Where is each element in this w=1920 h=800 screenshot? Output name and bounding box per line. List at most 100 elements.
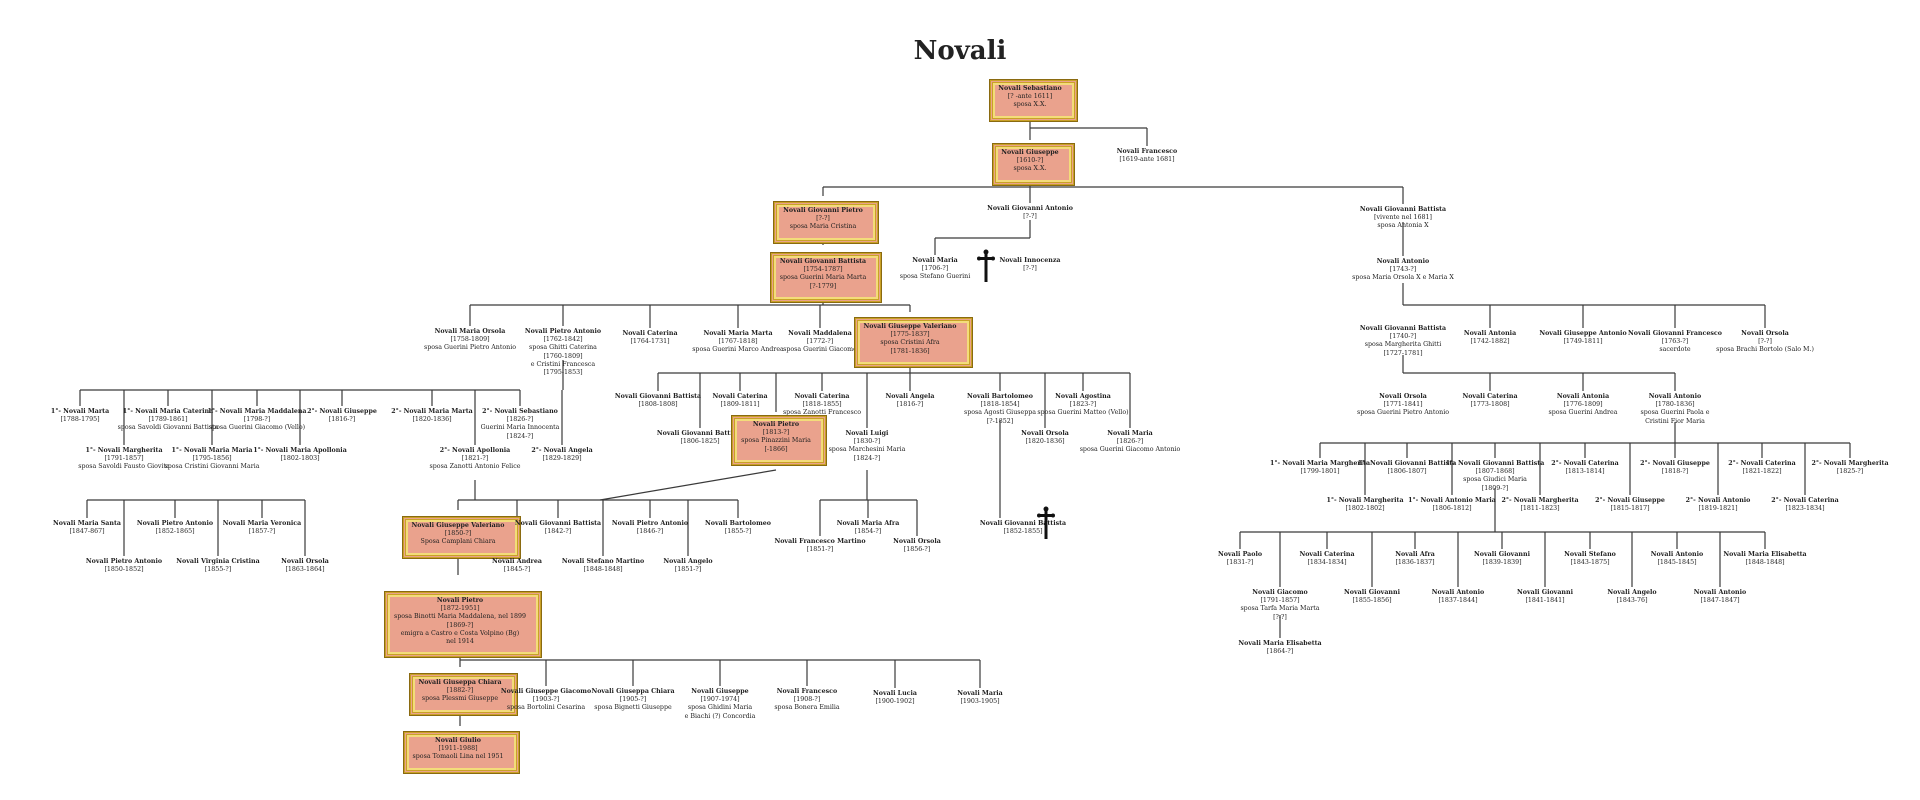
- person-node: Novali Maria Afra[1854-?]: [837, 520, 900, 536]
- person-node: 2°- Novali Giuseppe[1816-?]: [307, 408, 377, 424]
- person-detail: sposa Brachi Bortolo (Salo M.): [1716, 346, 1814, 354]
- person-node: Novali Pietro Antonio[1762-1842]sposa Gh…: [525, 328, 601, 377]
- person-detail: [1831-?]: [1226, 559, 1254, 567]
- person-detail: sposa Guerini Giacomo: [783, 346, 857, 354]
- person-detail: [1854-?]: [854, 528, 882, 536]
- person-name: Novali Maria Veronica: [222, 520, 302, 527]
- person-node: Novali Antonio[1780-1836]sposa Guerini P…: [1641, 393, 1710, 426]
- person-detail: sposa Guerini Marco Andrea: [692, 346, 784, 354]
- highlight-frame: [773, 201, 879, 244]
- person-node: Novali Maria Orsola[1758-1809]sposa Guer…: [424, 328, 516, 353]
- person-detail: [1829-1829]: [542, 455, 582, 463]
- person-detail: [1903-1905]: [960, 698, 1000, 706]
- person-node: Novali Giovanni Battista[1754-1787]sposa…: [780, 258, 866, 291]
- person-node: Novali Giovanni Pietro[?-?]sposa Maria C…: [783, 207, 863, 232]
- person-detail: [1742-1882]: [1470, 338, 1510, 346]
- person-name: Novali Innocenza: [999, 257, 1061, 264]
- person-name: Novali Maria Orsola: [434, 328, 506, 335]
- person-detail: [1776-1809]: [1563, 401, 1603, 409]
- person-detail: [1610-?]: [1016, 157, 1044, 165]
- person-detail: [1809-?]: [1481, 484, 1509, 492]
- person-node: Novali Giovanni[1855-1856]: [1344, 589, 1400, 605]
- person-detail: [1806-1807]: [1387, 468, 1427, 476]
- person-detail: [1843-76]: [1616, 597, 1648, 605]
- person-name: Novali Giuseppe Valeriano: [863, 323, 957, 330]
- person-detail: [1830-?]: [853, 438, 881, 446]
- person-name: Novali Antonio: [1650, 551, 1704, 558]
- person-detail: [1771-1841]: [1383, 401, 1423, 409]
- person-detail: sposa Cristini Afra: [880, 339, 940, 347]
- person-detail: [?-1779]: [809, 282, 837, 290]
- person-name: Novali Giovanni Pietro: [783, 207, 863, 214]
- person-detail: [1855-1856]: [1352, 597, 1392, 605]
- person-node: Novali Giovanni Battista[vivente nel 168…: [1360, 206, 1446, 231]
- person-detail: [1824-?]: [853, 454, 881, 462]
- person-name: Novali Antonia: [1463, 330, 1517, 337]
- person-detail: [1789-1861]: [148, 416, 188, 424]
- person-detail: sposa Bortolini Cesarina: [506, 704, 586, 712]
- person-name: Novali Giovanni Battista: [779, 258, 867, 265]
- person-detail: [1818-1854]: [980, 401, 1020, 409]
- person-detail: [?-?]: [1023, 213, 1037, 221]
- person-detail: [1855-?]: [724, 528, 752, 536]
- person-detail: [1836-1837]: [1395, 559, 1435, 567]
- person-detail: sposa Tarfa Maria Marta: [1240, 605, 1320, 613]
- person-name: Novali Giuseppe Giacomo: [500, 688, 592, 695]
- person-detail: [1911-1988]: [438, 745, 478, 753]
- person-name: Novali Angela: [885, 393, 935, 400]
- person-detail: sposa Guerini Paola e: [1640, 409, 1710, 417]
- person-node: Novali Giuseppa Chiara[1905-?]sposa Bign…: [591, 688, 674, 713]
- person-node: Novali Antonia[1742-1882]: [1464, 330, 1516, 346]
- person-node: Novali Sebastiano[? -ante 1611]sposa X.X…: [998, 85, 1061, 110]
- person-detail: [1863-1864]: [285, 566, 325, 574]
- person-node: 2°- Novali Caterina[1821-1822]: [1728, 460, 1795, 476]
- person-node: Novali Orsola[1863-1864]: [281, 558, 329, 574]
- person-name: Novali Angelo: [663, 558, 713, 565]
- person-name: Novali Antonio: [1376, 258, 1430, 265]
- person-node: Novali Giovanni[1839-1839]: [1474, 551, 1530, 567]
- person-node: 1°- Novali Maria Margherita[1799-1801]: [1270, 460, 1370, 476]
- person-name: 2°- Novali Sebastiano: [482, 408, 558, 415]
- person-detail: sposa Giudici Maria: [1463, 476, 1527, 484]
- person-name: Novali Giuseppe: [1001, 149, 1059, 156]
- person-name: 1°- Novali Maria Margherita: [1269, 460, 1371, 467]
- person-node: Novali Caterina[1834-1834]: [1299, 551, 1354, 567]
- person-detail: [1908-?]: [793, 696, 821, 704]
- person-name: Novali Pietro Antonio: [524, 328, 602, 335]
- person-node: Novali Giovanni Battista[1852-1855]: [980, 520, 1066, 536]
- person-detail: [-1866]: [764, 445, 788, 453]
- person-name: Novali Angelo: [1607, 589, 1657, 596]
- person-name: Novali Giovanni Francesco: [1628, 330, 1722, 337]
- person-name: Novali Giacomo: [1252, 589, 1308, 596]
- person-detail: [1813-1814]: [1565, 468, 1605, 476]
- person-detail: [1841-1841]: [1525, 597, 1565, 605]
- person-detail: [1802-1803]: [280, 455, 320, 463]
- person-node: Novali Antonio[1845-1845]: [1651, 551, 1703, 567]
- person-node: 1°- Novali Giovanni Battista[1806-1807]: [1358, 460, 1457, 476]
- person-detail: [1758-1809]: [450, 336, 490, 344]
- person-name: Novali Lucia: [873, 690, 917, 697]
- person-detail: [1845-1845]: [1657, 559, 1697, 567]
- person-name: Novali Maria: [912, 257, 958, 264]
- person-detail: Sposa Camplani Chiara: [420, 538, 496, 546]
- person-node: Novali Maria Elisabetta[1848-1848]: [1723, 551, 1806, 567]
- person-node: 1°- Novali Maria Maddalena[1798-?]sposa …: [207, 408, 306, 433]
- person-node: 2°- Novali Apollonia[1821-?]sposa Zanott…: [430, 447, 521, 472]
- person-node: Novali Caterina[1773-1808]: [1462, 393, 1517, 409]
- person-detail: [1872-1951]: [440, 605, 480, 613]
- person-node: Novali Maria Elisabetta[1864-?]: [1238, 640, 1321, 656]
- person-node: Novali Giuseppa Chiara[1882-?]sposa Ples…: [418, 679, 501, 704]
- person-node: Novali Pietro[1872-1951]sposa Binotti Ma…: [394, 597, 526, 646]
- person-detail: [1839-1839]: [1482, 559, 1522, 567]
- person-detail: [1773-1808]: [1470, 401, 1510, 409]
- person-detail: sposa Ghidini Maria: [687, 704, 753, 712]
- person-detail: [1775-1837]: [890, 331, 930, 339]
- person-node: Novali Caterina[1764-1731]: [622, 330, 677, 346]
- person-node: Novali Innocenza[?-?]: [999, 257, 1060, 273]
- person-detail: [1619-ante 1681]: [1119, 156, 1175, 164]
- person-name: Novali Giovanni Battista: [656, 430, 744, 437]
- person-detail: e Cristini Francesca: [530, 360, 596, 368]
- person-node: 2°- Novali Margherita[1825-?]: [1811, 460, 1888, 476]
- person-node: 2°- Novali Antonio[1819-1821]: [1686, 497, 1751, 513]
